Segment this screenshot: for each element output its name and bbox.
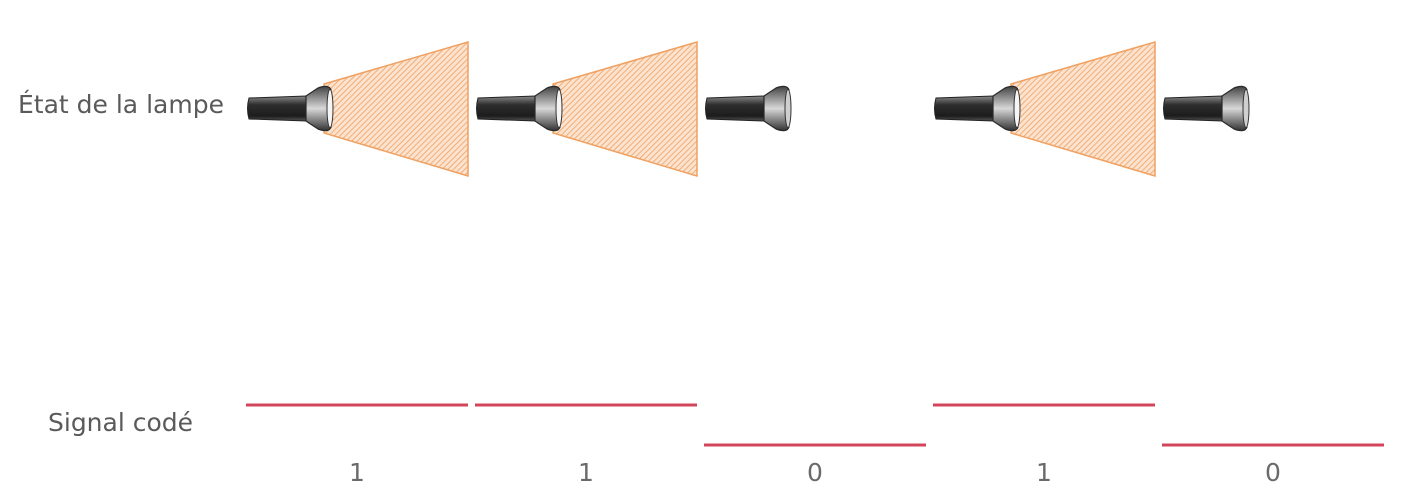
- bit-label: 1: [578, 458, 594, 487]
- lamp-body: [1164, 96, 1223, 121]
- bit-cell: 0: [1162, 86, 1384, 487]
- lamp-lens: [1014, 90, 1020, 128]
- bit-cell: 1: [246, 42, 468, 487]
- lamp-lens: [785, 90, 791, 128]
- bit-label: 1: [1036, 458, 1052, 487]
- bit-cell: 1: [475, 42, 697, 487]
- lamp-body: [935, 96, 994, 121]
- flashlight-off-icon: [1164, 86, 1250, 130]
- lamp-lens: [556, 90, 562, 128]
- lamp-body: [706, 96, 765, 121]
- light-beam: [553, 42, 697, 176]
- light-beam: [1011, 42, 1155, 176]
- lamp-lens: [327, 90, 333, 128]
- bit-cell: 1: [933, 42, 1155, 487]
- bit-label: 1: [349, 458, 365, 487]
- lamp-body: [477, 96, 536, 121]
- light-beam: [324, 42, 468, 176]
- lamp-lens: [1243, 90, 1249, 128]
- bit-label: 0: [807, 458, 823, 487]
- flashlight-on-icon: [477, 86, 563, 130]
- lamp-body: [248, 96, 307, 121]
- bit-label: 0: [1265, 458, 1281, 487]
- flashlight-off-icon: [706, 86, 792, 130]
- flashlight-on-icon: [248, 86, 334, 130]
- bit-cell: 0: [704, 86, 926, 487]
- flashlight-on-icon: [935, 86, 1021, 130]
